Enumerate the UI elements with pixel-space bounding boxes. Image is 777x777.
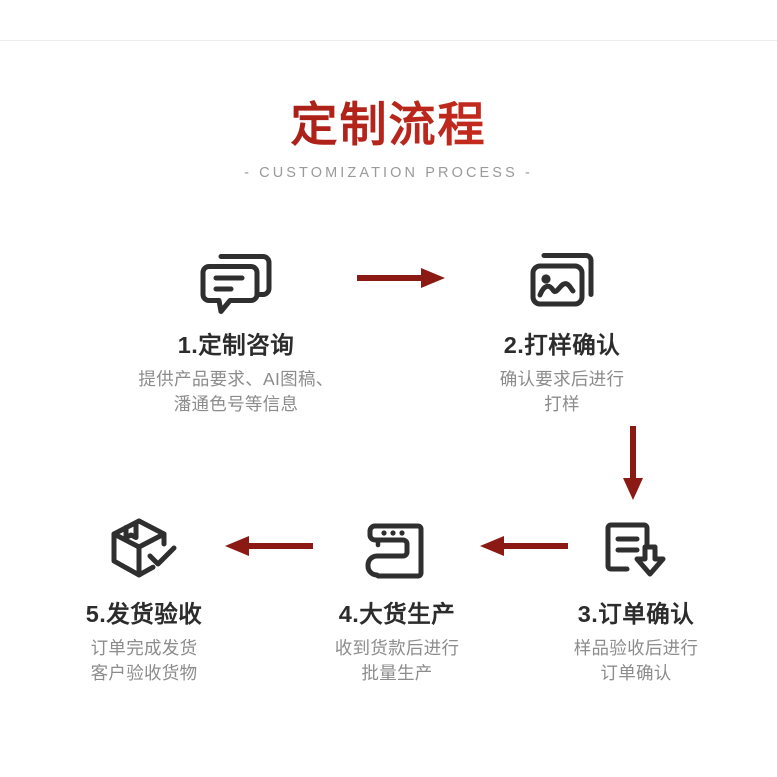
step-1-desc-line-2: 潘通色号等信息: [173, 394, 299, 415]
step-4-title: 4.大货生产: [338, 601, 456, 627]
process-step-2: 2.打样确认 确认要求后进行 打样: [447, 243, 677, 417]
top-divider: [0, 40, 777, 41]
process-step-1: 1.定制咨询 提供产品要求、AI图稿、 潘通色号等信息: [121, 243, 351, 417]
step-3-desc-line-2: 订单确认: [600, 663, 672, 684]
step-2-desc-line-2: 打样: [544, 394, 580, 415]
step-5-desc-line-2: 客户验收货物: [90, 663, 198, 684]
step-1-icon-wrap: [121, 243, 351, 321]
step-5-icon-wrap: [29, 512, 259, 590]
arrow-step4-to-step5: [223, 533, 315, 564]
step-4-desc-line-1: 收到货款后进行: [334, 638, 460, 659]
box-check-icon: [111, 518, 177, 578]
step-5-title: 5.发货验收: [85, 601, 203, 627]
sewing-machine-icon: [365, 523, 424, 579]
step-4-icon-wrap: [282, 512, 512, 590]
image-stack-icon: [530, 253, 594, 307]
document-download-icon: [605, 522, 666, 577]
step-1-description: 提供产品要求、AI图稿、 潘通色号等信息: [121, 367, 351, 417]
process-step-5: 5.发货验收 订单完成发货 客户验收货物: [29, 512, 259, 686]
step-5-description: 订单完成发货 客户验收货物: [29, 636, 259, 686]
arrow-left-icon: [480, 536, 568, 556]
step-1-desc-line-1: 提供产品要求、AI图稿、: [138, 369, 334, 390]
page-subtitle: - CUSTOMIZATION PROCESS -: [244, 165, 533, 182]
step-5-desc-line-1: 订单完成发货: [90, 638, 198, 659]
step-3-desc-line-1: 样品验收后进行: [573, 638, 699, 659]
arrow-down-icon: [623, 426, 643, 500]
process-step-4: 4.大货生产 收到货款后进行 批量生产: [282, 512, 512, 686]
arrow-step2-to-step3: [620, 424, 646, 507]
chat-bubbles-icon: [200, 254, 272, 314]
arrow-left-icon: [225, 536, 313, 556]
step-3-title: 3.订单确认: [577, 601, 695, 627]
step-1-title: 1.定制咨询: [177, 332, 295, 358]
step-2-icon-wrap: [447, 243, 677, 321]
step-4-desc-line-2: 批量生产: [361, 663, 433, 684]
arrow-step3-to-step4: [478, 533, 570, 564]
page-title: 定制流程: [0, 98, 777, 152]
step-3-description: 样品验收后进行 订单确认: [521, 636, 751, 686]
arrow-step1-to-step2: [355, 265, 447, 296]
step-2-description: 确认要求后进行 打样: [447, 367, 677, 417]
process-step-3: 3.订单确认 样品验收后进行 订单确认: [521, 512, 751, 686]
step-2-desc-line-1: 确认要求后进行: [499, 369, 625, 390]
step-3-icon-wrap: [521, 512, 751, 590]
step-2-title: 2.打样确认: [503, 332, 621, 358]
header: 定制流程 - CUSTOMIZATION PROCESS -: [0, 98, 777, 181]
step-4-description: 收到货款后进行 批量生产: [282, 636, 512, 686]
arrow-right-icon: [357, 268, 445, 288]
